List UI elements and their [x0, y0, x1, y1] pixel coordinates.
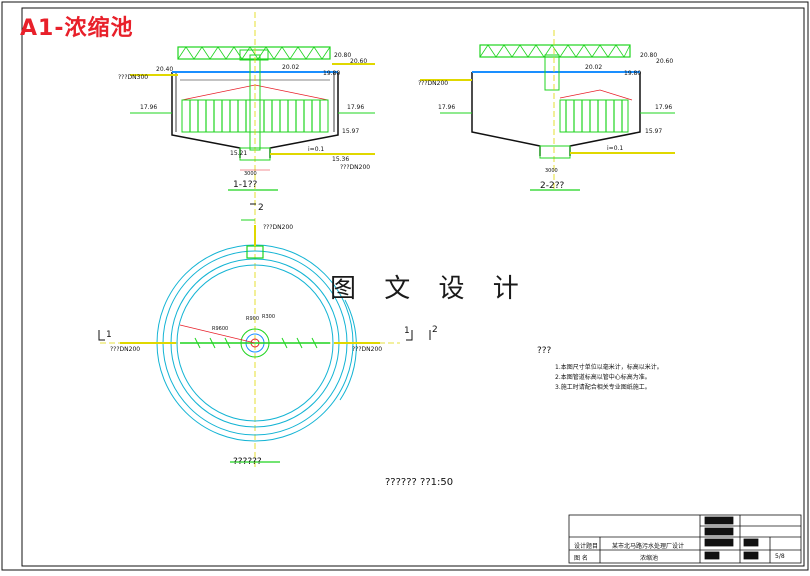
s2-elev-top2: 20.60: [656, 58, 674, 65]
s2-elev-bottom: 15.97: [645, 128, 663, 135]
marker-1-right: 1: [404, 326, 410, 336]
s2-dim: 3000: [545, 168, 558, 174]
note-line: 2.本图管道标高以管中心标高为准。: [555, 374, 651, 381]
marker-2-top: 2: [258, 203, 264, 213]
tb-name-value: 浓缩池: [640, 555, 659, 562]
s2-slope: i=0.1: [607, 145, 624, 152]
plan-pipe-right: ???DN200: [352, 346, 383, 353]
note-line: 1.本图尺寸单位以毫米计，标高以米计。: [555, 364, 663, 371]
s1-elev-bottom: 15.97: [342, 128, 360, 135]
plan-pipe-top: ???DN200: [263, 224, 294, 231]
s2-pipe-left: ???DN200: [418, 80, 449, 87]
plan-radius: R9600: [212, 326, 229, 332]
title-block: [568, 514, 802, 564]
plan-view: [100, 200, 400, 470]
s1-elev-low: 15.36: [332, 156, 350, 163]
notes-heading: ???: [537, 346, 552, 356]
s1-pipe-left: ???DN300: [118, 74, 149, 81]
section-2-2: [420, 30, 675, 191]
plan-r2: R300: [262, 314, 276, 320]
s1-slope: i=0.1: [308, 146, 325, 153]
s1-dim: 3000: [244, 171, 257, 177]
s1-elev-left: 20.40: [156, 66, 174, 73]
drawing-title: A1-浓缩池: [20, 16, 134, 41]
s2-elev-water2: 19.80: [624, 70, 642, 77]
s1-elev-sump: 15.21: [230, 150, 248, 157]
marker-1-left: 1: [106, 330, 112, 340]
s2-elev-ground-left: 17.96: [438, 104, 456, 111]
s2-elev-ground-right: 17.96: [655, 104, 673, 111]
plan-r1: R900: [246, 316, 260, 322]
note-line: 3.施工时请配合相关专业图纸施工。: [555, 384, 651, 391]
marker-2-right: 2: [432, 325, 438, 335]
section-2-label: 2-2??: [540, 181, 565, 191]
section-1-1: [130, 12, 375, 200]
plan-pipe-left: ???DN200: [110, 346, 141, 353]
inner-frame: [21, 7, 805, 567]
section-markers: [98, 203, 431, 341]
tb-project-value: 某市北马路污水处理厂设计: [612, 543, 685, 550]
s1-elev-top2: 20.60: [350, 58, 368, 65]
tb-sheet-number: 5/8: [775, 553, 785, 560]
s1-elev-top: 20.80: [334, 52, 352, 59]
section-1-label: 1-1??: [233, 180, 258, 190]
s2-elev-water: 20.02: [585, 64, 603, 71]
s1-elev-ground-right: 17.96: [347, 104, 365, 111]
tb-name-label: 图 名: [574, 555, 588, 562]
s1-elev-water2: 19.80: [323, 70, 341, 77]
s1-elev-water: 20.02: [282, 64, 300, 71]
s1-pipe-right: ???DN200: [340, 164, 371, 171]
watermark-text: 图 文 设 计: [330, 274, 529, 304]
scale-label: ?????? ??1:50: [385, 477, 454, 488]
s1-elev-ground-left: 17.96: [140, 104, 158, 111]
s2-elev-top: 20.80: [640, 52, 658, 59]
tb-project-label: 设计题目: [574, 543, 599, 550]
plan-label: ??????: [233, 457, 262, 467]
